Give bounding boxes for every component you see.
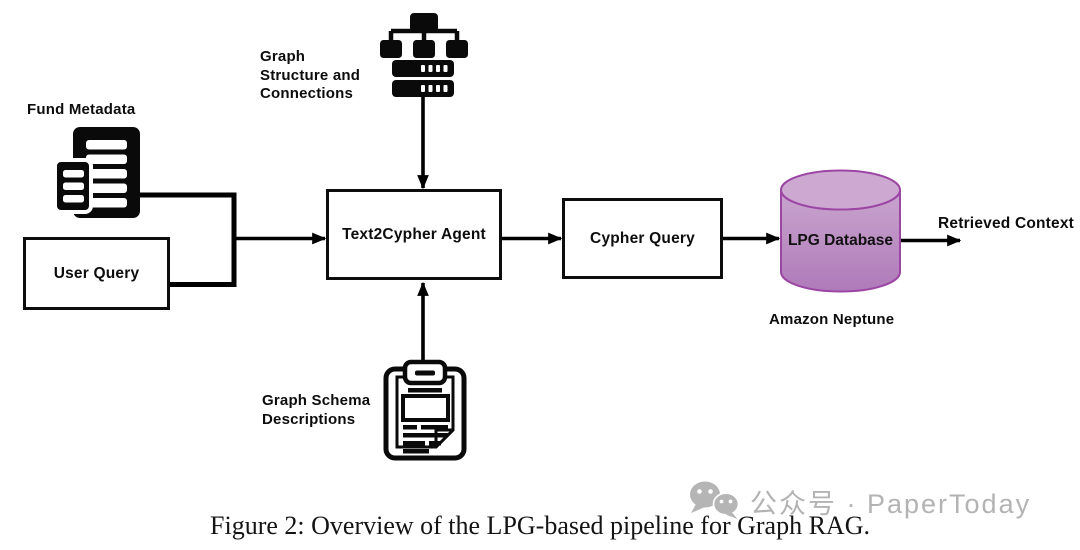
text2cypher-agent-node: Text2Cypher Agent: [326, 189, 502, 280]
database-cylinder: [780, 169, 901, 293]
fund-metadata-label: Fund Metadata: [27, 101, 136, 118]
figure-caption: Figure 2: Overview of the LPG-based pipe…: [210, 511, 870, 540]
cypher-query-label: Cypher Query: [590, 229, 695, 247]
lpg-database-label: LPG Database: [787, 232, 894, 249]
graph-structure-label: Graph Structure and Connections: [260, 48, 361, 102]
wechat-icon: [690, 481, 740, 519]
amazon-neptune-label: Amazon Neptune: [769, 311, 895, 328]
clipboard-icon: [383, 359, 467, 461]
cypher-query-node: Cypher Query: [562, 198, 723, 279]
user-query-label: User Query: [53, 264, 140, 282]
retrieved-context-label: Retrieved Context: [938, 215, 1075, 232]
graph-structure-icon: [380, 13, 468, 97]
graph-schema-label: Graph Schema Descriptions: [262, 392, 371, 428]
text2cypher-agent-label: Text2Cypher Agent: [342, 225, 486, 243]
user-query-node: User Query: [23, 237, 170, 310]
watermark: 公众号 · PaperToday: [688, 481, 1031, 521]
watermark-text: 公众号 · PaperToday: [750, 488, 1032, 519]
documents-icon: [53, 127, 140, 218]
